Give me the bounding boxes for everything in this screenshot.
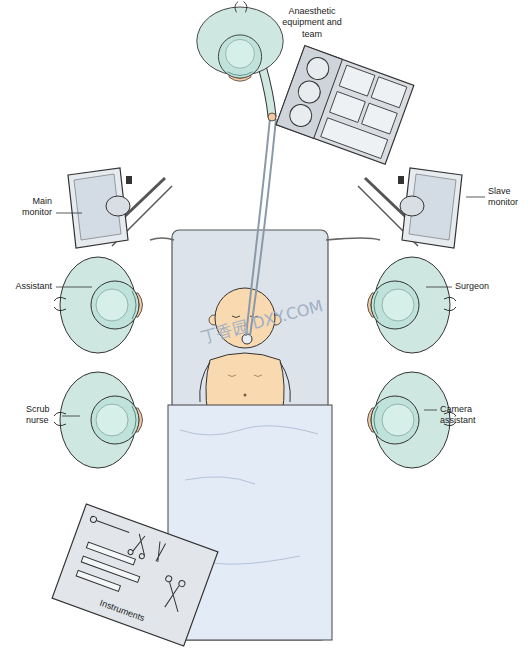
leader-line	[56, 213, 82, 214]
leader-line	[62, 416, 80, 417]
baby	[244, 394, 247, 397]
anaesthetist	[268, 113, 276, 121]
staff-label: Camera assistant	[440, 404, 484, 427]
instrument-tray	[76, 570, 120, 591]
main-monitor	[68, 168, 172, 248]
anaesthetist	[197, 2, 283, 82]
baby	[200, 362, 291, 402]
anaesthetic-tubing	[246, 118, 276, 336]
main-monitor	[68, 168, 172, 248]
instrument-tray	[178, 580, 186, 588]
leader-line	[424, 410, 437, 411]
slave-monitor	[358, 168, 462, 248]
anaesthetic-machine	[321, 118, 388, 159]
instrument-tray	[90, 516, 98, 524]
monitor-cable	[150, 238, 380, 240]
instrument-tray	[52, 504, 218, 646]
instrument-tray	[70, 516, 198, 613]
monitor-label: Slave monitor	[488, 186, 526, 209]
tray-label: Instruments	[98, 598, 146, 625]
anaesthetic-tubing	[250, 119, 276, 336]
slave-monitor	[358, 168, 462, 248]
team-label: Anaesthetic equipment and team	[282, 6, 342, 40]
leader-line	[56, 197, 485, 416]
instrument-tray	[153, 542, 165, 563]
staff-label: Assistant	[2, 281, 52, 292]
anaesthetist	[197, 2, 283, 82]
watermark: 丁香园 DXY.COM	[199, 296, 325, 348]
assistant	[54, 257, 143, 353]
monitor-label: Main monitor	[8, 196, 52, 219]
scrub-nurse	[54, 372, 143, 468]
anaesthetic-machine	[276, 46, 414, 165]
anaesthetic-machine	[330, 91, 366, 122]
drape	[180, 426, 318, 564]
staff-label: Surgeon	[455, 281, 517, 292]
anaesthetic-tubing	[246, 118, 270, 336]
instrument-tray	[133, 534, 150, 555]
anaesthetist	[262, 66, 272, 116]
anaesthetic-machine	[295, 78, 323, 106]
anaesthetist	[262, 66, 272, 116]
monitor-cable	[150, 238, 174, 240]
surgeon	[368, 257, 457, 353]
staff-label: Scrub nurse	[26, 404, 58, 427]
monitor-cable	[326, 238, 380, 240]
anaesthetic-machine	[276, 46, 414, 165]
anaesthetic-machine	[371, 77, 407, 108]
baby	[228, 375, 262, 377]
assistant	[54, 257, 143, 353]
scrub-nurse	[54, 372, 143, 468]
instrument-tray	[139, 553, 145, 559]
anaesthetic-machine	[304, 54, 332, 82]
leader-line	[426, 287, 452, 288]
surgeon	[368, 257, 457, 353]
leader-line	[56, 287, 92, 288]
anaesthetist	[197, 2, 283, 121]
anaesthetic-machine	[339, 65, 375, 96]
anaesthetic-machine	[287, 101, 315, 129]
instrument-tray	[165, 575, 173, 583]
leader-line	[466, 197, 485, 198]
instrument-tray	[52, 504, 218, 646]
instrument-tray	[127, 549, 133, 555]
instrument-tray	[96, 520, 129, 532]
anaesthetic-machine	[362, 103, 398, 134]
